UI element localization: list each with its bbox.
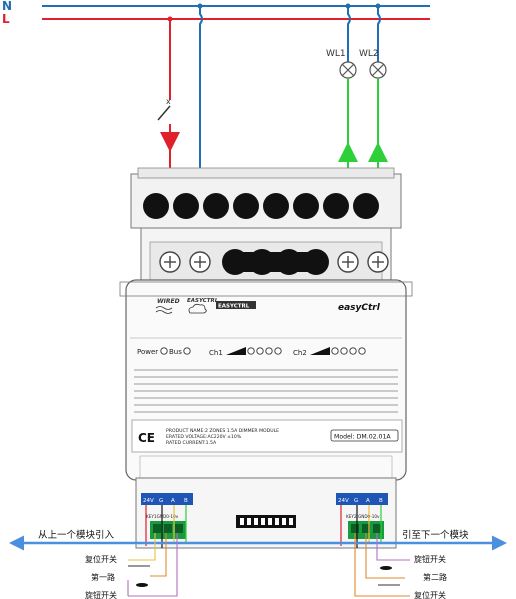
dip-switch xyxy=(236,515,296,528)
wave-icon xyxy=(155,306,173,314)
indicator-bus-label: Bus xyxy=(169,348,182,356)
spec-line-1: PRODUCT NAME:2 ZONES 1.5A DIMMER MODULE xyxy=(166,428,279,434)
wl1-direction-arrow xyxy=(338,142,358,162)
wl1-lamp-icon xyxy=(339,61,357,79)
top-screw-row xyxy=(143,193,379,219)
indicator-ch2-label: Ch2 xyxy=(293,349,307,357)
bus-led xyxy=(183,347,191,355)
brand-logo-badge: EASYCTRL xyxy=(216,301,256,310)
left-term-g: G xyxy=(159,498,163,504)
live-direction-arrow xyxy=(160,132,180,152)
left-channel-label: 第一路 xyxy=(91,572,115,582)
indicator-ch1-label: Ch1 xyxy=(209,349,223,357)
wl1-label: WL1 xyxy=(326,49,346,59)
wl1-neutral-wire xyxy=(347,6,351,62)
left-key-wiring xyxy=(127,533,178,597)
switch-mark: x xyxy=(166,97,171,106)
wl2-label: WL2 xyxy=(359,49,379,59)
breaker-switch xyxy=(157,105,171,121)
dimmer-module xyxy=(119,167,413,549)
left-term-24v: 24V xyxy=(143,498,154,504)
right-key-label: KEY2 GND0-10v xyxy=(346,514,380,519)
left-reset-switch-label: 复位开关 xyxy=(85,554,117,564)
model-label: Model: DM.02.01A xyxy=(334,434,391,441)
left-switch-icon xyxy=(128,565,150,587)
neutral-drop-wire xyxy=(199,6,203,262)
spec-line-2: ERATED VOLTAGE:AC220V ±10% xyxy=(166,434,242,440)
power-led xyxy=(160,347,168,355)
right-term-b: B xyxy=(379,498,383,504)
right-term-g: G xyxy=(354,498,358,504)
terminal-n-input xyxy=(189,251,211,273)
terminal-wl2-output xyxy=(367,251,389,273)
spec-line-3: RATED CURRENT:1.5A xyxy=(166,440,217,446)
right-channel-label: 第二路 xyxy=(423,572,447,582)
svg-text:EASYCTRL: EASYCTRL xyxy=(218,304,250,310)
indicator-power-label: Power xyxy=(137,348,158,356)
ch2-level-ramp-icon xyxy=(310,347,330,355)
bus-out-label: 引至下一个模块 xyxy=(402,529,469,541)
right-key-wiring xyxy=(354,533,410,597)
brand-wired: WIRED xyxy=(157,298,180,305)
live-label: L xyxy=(2,12,10,26)
terminal-wl1-output xyxy=(337,251,359,273)
terminal-l-input xyxy=(159,251,181,273)
right-reset-switch-label: 复位开关 xyxy=(414,590,446,599)
brand-easyctrl-small: EASYCTRL xyxy=(187,298,219,304)
ce-mark: CE xyxy=(138,431,155,445)
right-term-a: A xyxy=(366,498,370,504)
model-box xyxy=(330,429,399,442)
brand-easyctrl-main: easyCtrl xyxy=(338,303,381,313)
wl2-neutral-wire xyxy=(377,6,381,62)
right-switch-icon xyxy=(378,566,400,586)
vent-lines xyxy=(134,369,398,413)
cloud-icon xyxy=(188,303,207,314)
right-knob-switch-label: 旋钮开关 xyxy=(414,554,446,564)
left-knob-switch-label: 旋钮开关 xyxy=(85,590,117,599)
neutral-label: N xyxy=(2,0,12,13)
wl2-direction-arrow xyxy=(368,142,388,162)
bus-in-label: 从上一个模块引入 xyxy=(38,529,115,541)
wl2-lamp-icon xyxy=(369,61,387,79)
left-term-a: A xyxy=(171,498,175,504)
left-term-b: B xyxy=(184,498,188,504)
ch1-level-ramp-icon xyxy=(226,347,246,355)
right-term-24v: 24V xyxy=(338,498,349,504)
